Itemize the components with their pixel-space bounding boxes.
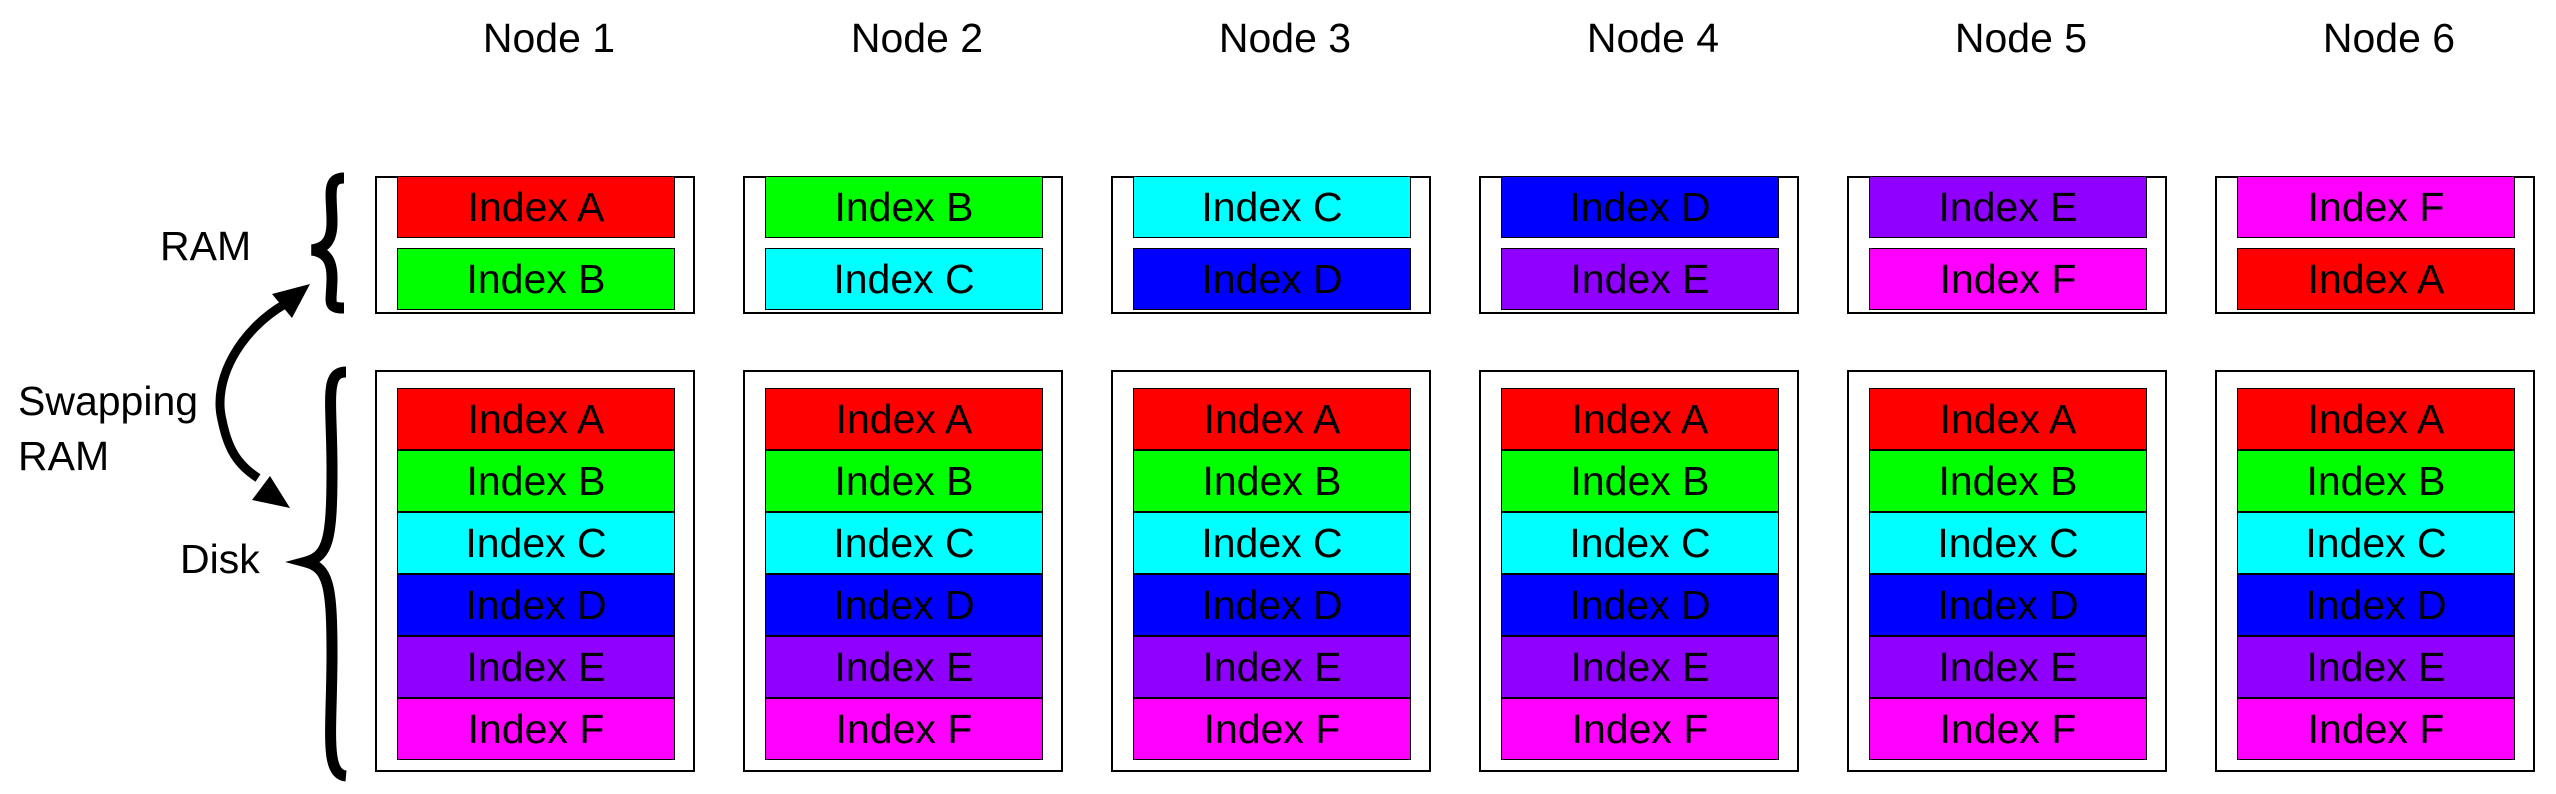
disk-index-cell: Index C bbox=[397, 512, 675, 574]
ram-index-cell: Index E bbox=[1869, 176, 2147, 238]
disk-index-cell: Index B bbox=[397, 450, 675, 512]
node-title: Node 3 bbox=[1218, 15, 1352, 61]
ram-label: RAM bbox=[160, 223, 252, 269]
disk-index-cell: Index B bbox=[765, 450, 1043, 512]
disk-brace-icon bbox=[285, 366, 348, 782]
node-title: Node 5 bbox=[1954, 15, 2088, 61]
disk-index-cell: Index D bbox=[1133, 574, 1411, 636]
disk-index-cell: Index C bbox=[1133, 512, 1411, 574]
disk-index-cell: Index A bbox=[397, 388, 675, 450]
disk-index-cell: Index F bbox=[765, 698, 1043, 760]
disk-index-cell: Index C bbox=[1501, 512, 1779, 574]
disk-index-cell: Index B bbox=[2237, 450, 2515, 512]
swapping-label-line1: Swapping bbox=[18, 378, 199, 424]
disk-index-cell: Index E bbox=[1501, 636, 1779, 698]
ram-index-cell: Index D bbox=[1501, 176, 1779, 238]
disk-index-cell: Index C bbox=[2237, 512, 2515, 574]
disk-index-cell: Index A bbox=[1869, 388, 2147, 450]
disk-index-cell: Index F bbox=[397, 698, 675, 760]
node-title: Node 6 bbox=[2322, 15, 2456, 61]
ram-index-cell: Index C bbox=[765, 248, 1043, 310]
disk-index-cell: Index E bbox=[765, 636, 1043, 698]
ram-index-cell: Index C bbox=[1133, 176, 1411, 238]
disk-index-cell: Index B bbox=[1133, 450, 1411, 512]
disk-index-cell: Index D bbox=[1869, 574, 2147, 636]
disk-index-cell: Index E bbox=[1133, 636, 1411, 698]
swapping-label-line2: RAM bbox=[18, 433, 110, 479]
node-title: Node 1 bbox=[482, 15, 616, 61]
disk-index-cell: Index F bbox=[1869, 698, 2147, 760]
disk-index-cell: Index E bbox=[1869, 636, 2147, 698]
disk-label: Disk bbox=[180, 536, 260, 582]
disk-index-cell: Index A bbox=[2237, 388, 2515, 450]
disk-index-cell: Index F bbox=[1133, 698, 1411, 760]
ram-index-cell: Index F bbox=[2237, 176, 2515, 238]
disk-index-cell: Index C bbox=[765, 512, 1043, 574]
disk-index-cell: Index A bbox=[765, 388, 1043, 450]
node-title: Node 2 bbox=[850, 15, 984, 61]
disk-index-cell: Index A bbox=[1501, 388, 1779, 450]
ram-index-cell: Index B bbox=[397, 248, 675, 310]
ram-index-cell: Index A bbox=[397, 176, 675, 238]
disk-index-cell: Index D bbox=[765, 574, 1043, 636]
disk-index-cell: Index C bbox=[1869, 512, 2147, 574]
ram-index-cell: Index E bbox=[1501, 248, 1779, 310]
disk-index-cell: Index B bbox=[1869, 450, 2147, 512]
ram-index-cell: Index B bbox=[765, 176, 1043, 238]
disk-index-cell: Index D bbox=[2237, 574, 2515, 636]
disk-index-cell: Index D bbox=[1501, 574, 1779, 636]
ram-brace-icon bbox=[310, 172, 345, 314]
swap-arrow-icon bbox=[215, 284, 310, 508]
disk-index-cell: Index E bbox=[2237, 636, 2515, 698]
disk-index-cell: Index E bbox=[397, 636, 675, 698]
disk-index-cell: Index F bbox=[1501, 698, 1779, 760]
ram-index-cell: Index A bbox=[2237, 248, 2515, 310]
ram-index-cell: Index D bbox=[1133, 248, 1411, 310]
disk-index-cell: Index B bbox=[1501, 450, 1779, 512]
disk-index-cell: Index F bbox=[2237, 698, 2515, 760]
disk-index-cell: Index D bbox=[397, 574, 675, 636]
disk-index-cell: Index A bbox=[1133, 388, 1411, 450]
node-title: Node 4 bbox=[1586, 15, 1720, 61]
ram-index-cell: Index F bbox=[1869, 248, 2147, 310]
